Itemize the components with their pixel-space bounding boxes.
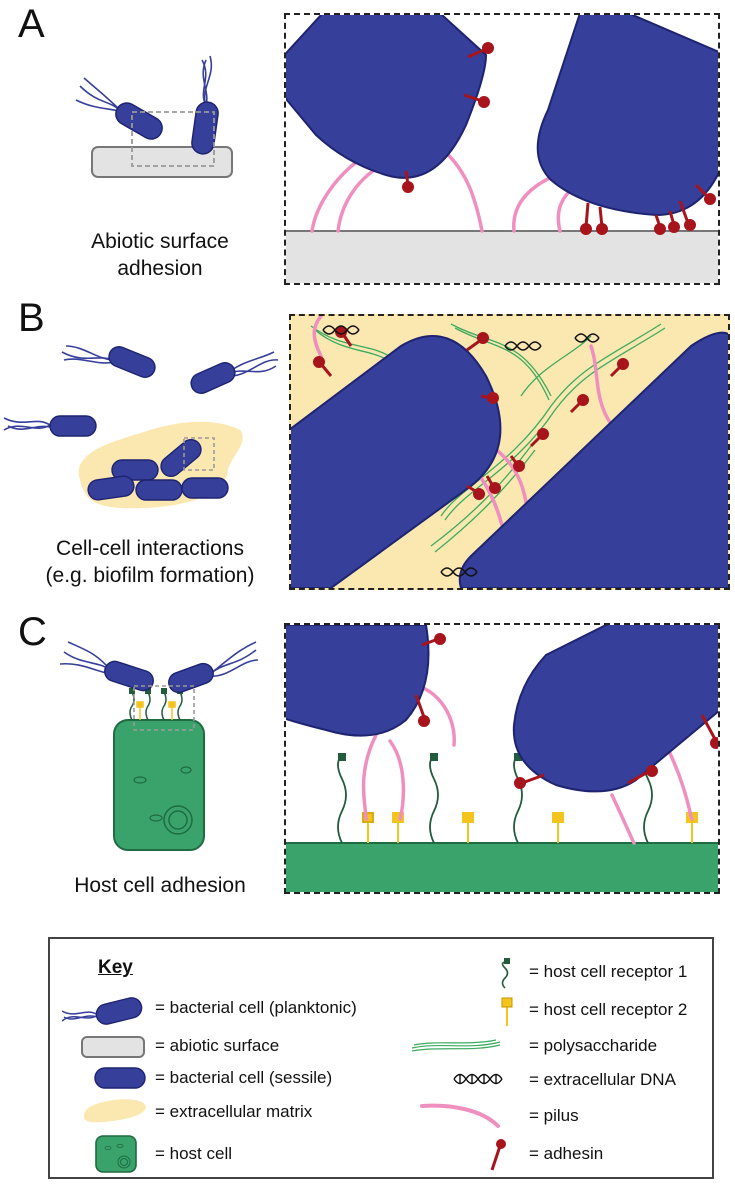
key-label-receptor-2: = host cell receptor 2 (529, 1000, 688, 1019)
panel-b-label: B (18, 296, 45, 340)
key-label-planktonic: = bacterial cell (planktonic) (155, 998, 357, 1017)
key-legend-box (48, 937, 714, 1179)
extracellular-dna (322, 325, 600, 577)
host-cell (113, 719, 205, 851)
host-cell-surface (286, 843, 718, 892)
receptor-2-icon (501, 997, 513, 1026)
adhesin-icon (490, 1139, 506, 1171)
bacterium-right (512, 625, 718, 793)
key-label-adhesin: = adhesin (529, 1144, 604, 1163)
key-label-matrix: = extracellular matrix (155, 1102, 313, 1121)
adhesins (402, 42, 716, 235)
panel-a-caption: Abiotic surface adhesion (91, 230, 229, 281)
abiotic-surface (286, 231, 718, 283)
sessile-bacterium-icon (94, 1067, 146, 1089)
key-label-abiotic-surface: = abiotic surface (155, 1036, 280, 1055)
panel-b-caption: Cell-cell interactions (e.g. biofilm for… (45, 537, 255, 588)
zoom-region (131, 111, 215, 167)
panel-b-zoom (289, 314, 730, 590)
bacterium-left (286, 625, 430, 737)
abiotic-surface-icon (81, 1036, 145, 1058)
panel-a-thumbnail (70, 20, 240, 180)
adhesins (313, 326, 629, 500)
key-title: Key (98, 957, 133, 978)
bacterium-right (536, 15, 718, 217)
planktonic-bacterium-icon (62, 997, 143, 1025)
bacterium-left (286, 15, 488, 179)
panel-a-zoom (284, 13, 720, 285)
host-cell-icon (95, 1135, 137, 1173)
polysaccharides (310, 323, 666, 553)
panel-c-caption: Host cell adhesion (74, 874, 246, 897)
zoom-region (183, 437, 215, 471)
bacterium-upright (191, 101, 219, 155)
extracellular-matrix-icon (83, 1099, 146, 1123)
bacterium-right (458, 331, 728, 588)
key-label-dna: = extracellular DNA (529, 1070, 676, 1089)
panel-a-label: A (18, 2, 45, 46)
flagella (75, 55, 213, 113)
zoom-region (133, 685, 195, 731)
sessile-cluster (87, 438, 229, 501)
panel-b-thumbnail (0, 330, 280, 530)
dna-icon (453, 1073, 503, 1085)
panel-c-label: C (18, 610, 47, 654)
panel-c-thumbnail (60, 620, 260, 870)
abiotic-surface (91, 146, 233, 178)
receptor-1-icon (501, 958, 510, 989)
receptor-1 (337, 754, 653, 844)
pilus-icon (420, 1103, 500, 1128)
key-label-polysaccharide: = polysaccharide (529, 1036, 658, 1055)
adhesins (414, 633, 718, 789)
key-label-receptor-1: = host cell receptor 1 (529, 962, 688, 981)
panel-c-zoom (284, 623, 720, 894)
polysaccharide-icon (411, 1039, 501, 1052)
bacterium-tilted (115, 102, 163, 140)
key-label-pilus: = pilus (529, 1106, 579, 1125)
bacterium-left (291, 335, 502, 588)
key-label-host-cell: = host cell (155, 1144, 233, 1163)
key-label-sessile: = bacterial cell (sessile) (155, 1068, 333, 1087)
